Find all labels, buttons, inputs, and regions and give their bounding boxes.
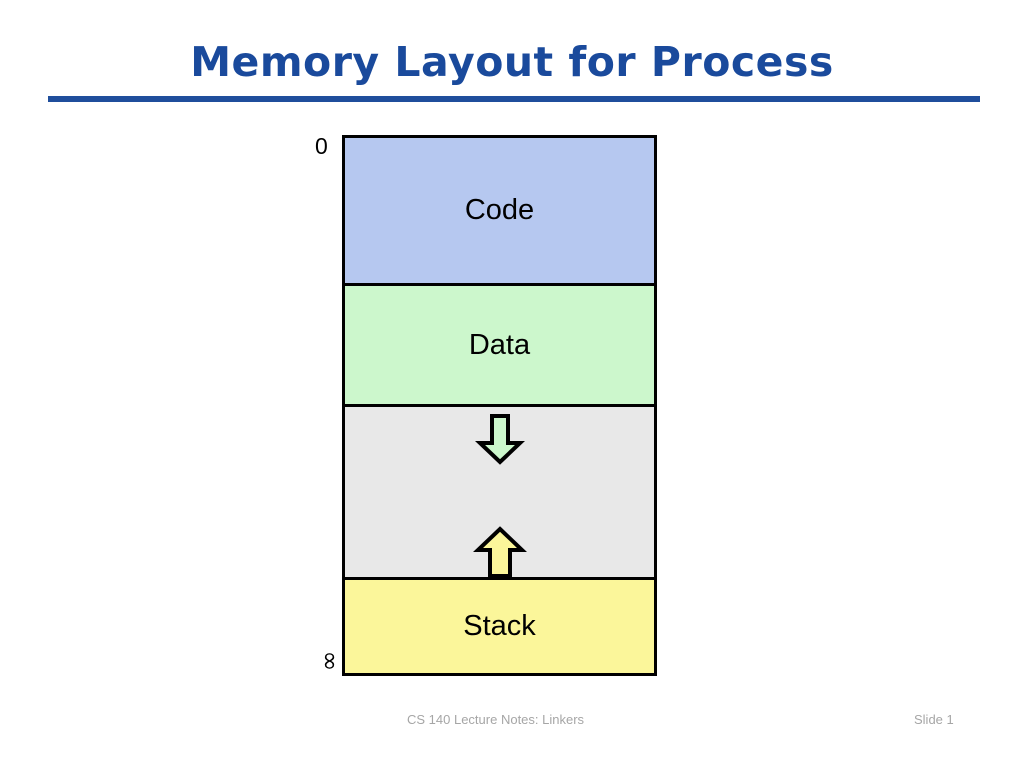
- memory-segment-code: Code: [345, 138, 654, 286]
- memory-segment-stack: Stack: [345, 580, 654, 673]
- footer-course-note: CS 140 Lecture Notes: Linkers: [407, 712, 585, 727]
- memory-segment-data-label: Data: [468, 328, 531, 361]
- footer-slide-number: Slide 1: [914, 712, 954, 727]
- stack-growth-arrow-container: [345, 525, 654, 580]
- memory-segment-free-space: [345, 407, 654, 580]
- arrow-up-icon: [472, 526, 527, 578]
- memory-segment-code-label: Code: [464, 194, 535, 226]
- title-underline-rule: [48, 96, 980, 102]
- page-title: Memory Layout for Process: [190, 38, 834, 86]
- address-label-infinity: ∞: [314, 650, 343, 672]
- heap-growth-arrow-container: [345, 413, 654, 465]
- memory-segment-stack-label: Stack: [463, 610, 536, 642]
- memory-segment-data: Data: [345, 286, 654, 407]
- address-label-zero: 0: [315, 133, 328, 159]
- process-memory-layout-diagram: Code Data Stack: [342, 135, 657, 676]
- arrow-down-icon: [474, 414, 525, 465]
